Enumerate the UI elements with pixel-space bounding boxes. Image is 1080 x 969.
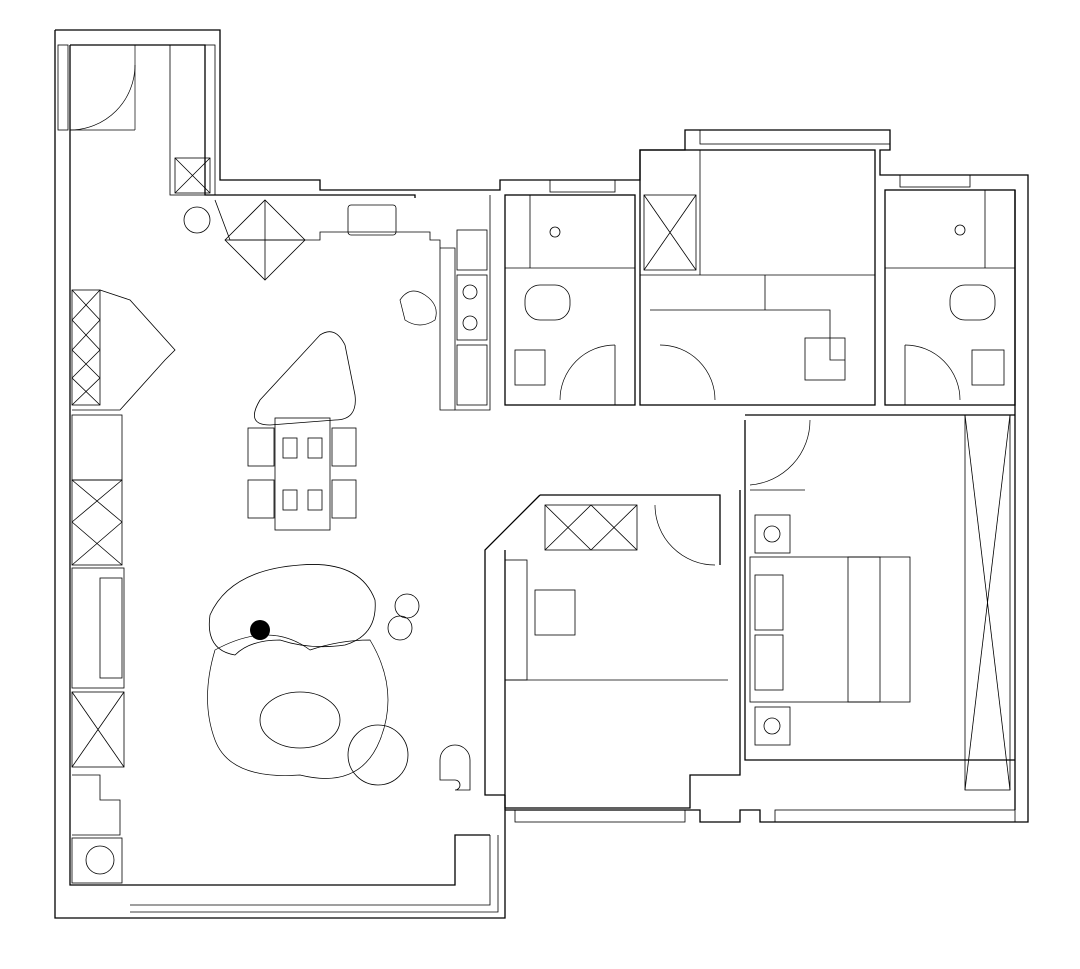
sink-icon	[514, 349, 546, 386]
sofa	[208, 564, 376, 656]
study-room	[484, 490, 741, 823]
rug	[207, 634, 389, 779]
bathroom-left	[504, 179, 636, 406]
cushion	[250, 620, 270, 640]
exterior-walls	[54, 29, 1029, 919]
dining-table	[274, 417, 331, 531]
window	[699, 129, 891, 145]
shower-icon	[954, 224, 966, 236]
master-bedroom	[744, 414, 1016, 823]
bathroom-right	[884, 174, 1016, 406]
nightstand-lamp-icon	[754, 514, 791, 554]
bed	[749, 556, 911, 703]
washing-machine-icon	[71, 837, 123, 884]
wardrobe	[964, 414, 1011, 791]
ottoman	[259, 691, 341, 749]
middle-room	[639, 129, 891, 406]
window	[549, 179, 616, 193]
kitchen	[214, 195, 491, 411]
nightstand-lamp-icon	[754, 706, 791, 746]
stove-icon	[456, 274, 488, 341]
tv-cabinet	[71, 567, 125, 689]
window	[899, 174, 971, 188]
window	[514, 809, 686, 823]
toilet-icon	[524, 284, 571, 321]
chair-icon	[804, 337, 846, 381]
sink-icon	[971, 349, 1005, 386]
kitchen-sink	[347, 204, 397, 236]
column-detail	[439, 744, 471, 791]
toilet-icon	[949, 284, 996, 321]
dining-area	[247, 331, 357, 531]
living-area	[207, 564, 471, 791]
person-figure	[399, 290, 437, 326]
left-cabinets	[71, 289, 176, 884]
shower-icon	[549, 226, 561, 238]
entry-cabinet	[169, 44, 216, 234]
side-table	[394, 593, 420, 619]
chair-icon	[534, 589, 576, 636]
window	[774, 809, 1016, 823]
kitchen-island	[253, 331, 356, 426]
desk	[504, 559, 528, 681]
side-chair	[347, 724, 409, 786]
entrance-door	[57, 44, 136, 131]
